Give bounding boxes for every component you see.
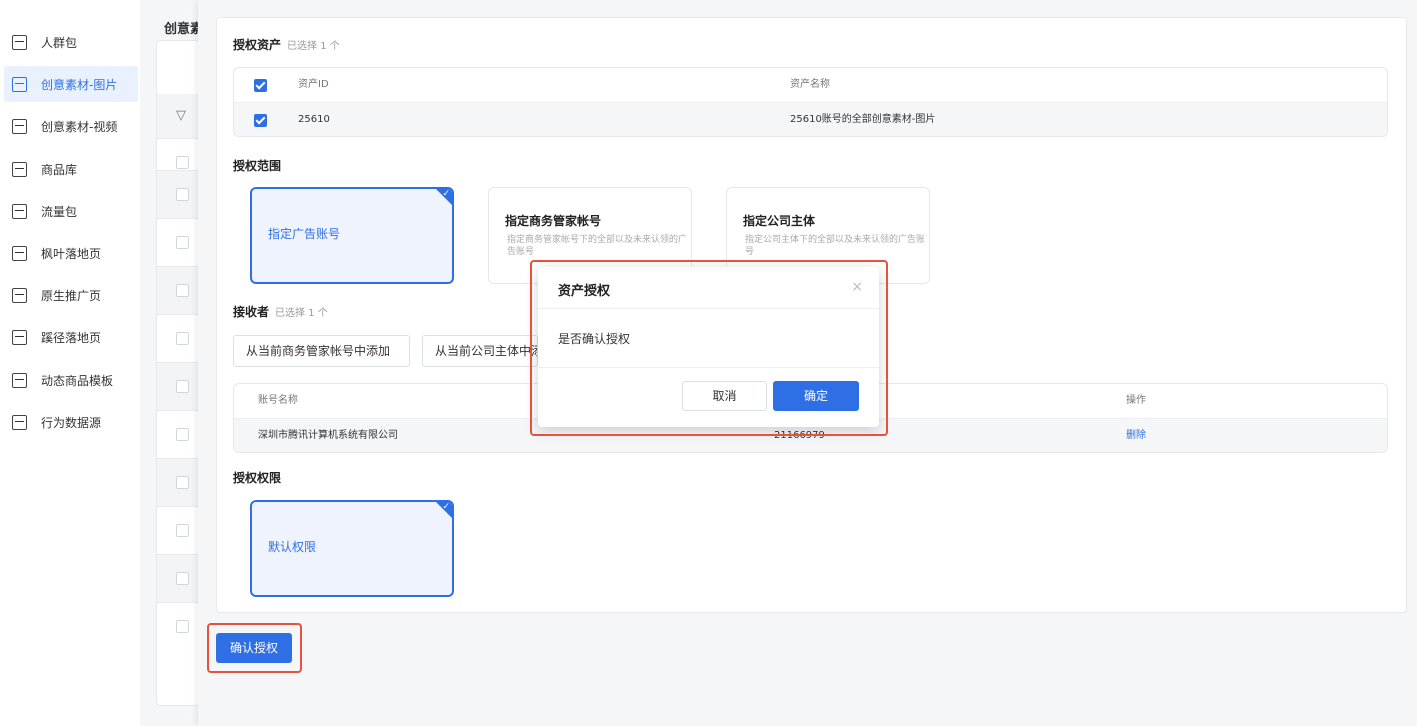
column-header: 资产名称 bbox=[790, 79, 830, 90]
assets-section-title: 授权资产已选择 1 个 bbox=[233, 36, 340, 53]
row-checkbox[interactable] bbox=[176, 284, 189, 297]
assets-title-text: 授权资产 bbox=[233, 38, 282, 52]
scope-option-ad-account[interactable]: 指定广告账号 ✓ bbox=[250, 187, 454, 284]
row-checkbox[interactable] bbox=[176, 620, 189, 633]
sidebar-item-label: 原生推广页 bbox=[41, 288, 102, 303]
row-checkbox[interactable] bbox=[254, 114, 267, 127]
sidebar-item-label: 商品库 bbox=[41, 162, 78, 177]
sidebar-item-creative-image[interactable]: 创意素材-图片 bbox=[4, 66, 138, 102]
option-title: 指定广告账号 bbox=[268, 227, 341, 241]
confirm-button-highlight bbox=[207, 623, 302, 673]
divider bbox=[538, 308, 879, 309]
product-icon bbox=[12, 161, 27, 177]
sidebar-item-native-promo[interactable]: 原生推广页 bbox=[4, 277, 138, 313]
sidebar-item-label: 枫叶落地页 bbox=[41, 246, 102, 261]
column-header: 操作 bbox=[1126, 395, 1146, 406]
row-checkbox[interactable] bbox=[176, 572, 189, 585]
assets-table: 资产ID 资产名称 25610 25610账号的全部创意素材-图片 bbox=[233, 67, 1388, 137]
sidebar-item-label: 人群包 bbox=[41, 35, 78, 50]
asset-name-cell: 25610账号的全部创意素材-图片 bbox=[790, 114, 936, 125]
receiver-name-cell: 深圳市腾讯计算机系统有限公司 bbox=[258, 430, 398, 441]
table-header-row: 资产ID 资产名称 bbox=[234, 68, 1387, 102]
sidebar-item-label: 行为数据源 bbox=[41, 415, 102, 430]
row-checkbox[interactable] bbox=[176, 156, 189, 169]
filter-icon[interactable]: ▽ bbox=[176, 108, 186, 123]
template-icon bbox=[12, 372, 27, 388]
cancel-button[interactable]: 取消 bbox=[682, 381, 767, 411]
receiver-title-text: 接收者 bbox=[233, 305, 270, 319]
row-checkbox[interactable] bbox=[176, 476, 189, 489]
sidebar-item-xijing-landing[interactable]: 蹊径落地页 bbox=[4, 319, 138, 355]
scope-section-title: 授权范围 bbox=[233, 159, 282, 173]
row-checkbox[interactable] bbox=[176, 380, 189, 393]
table-row[interactable]: 25610 25610账号的全部创意素材-图片 bbox=[234, 102, 1387, 136]
check-icon: ✓ bbox=[442, 189, 450, 199]
option-title: 默认权限 bbox=[268, 540, 317, 554]
sidebar-item-creative-video[interactable]: 创意素材-视频 bbox=[4, 108, 138, 144]
selected-corner bbox=[435, 502, 452, 519]
column-header: 资产ID bbox=[298, 79, 329, 90]
option-title: 指定公司主体 bbox=[743, 214, 816, 228]
add-from-business-button[interactable]: 从当前商务管家帐号中添加 bbox=[233, 335, 410, 367]
row-checkbox[interactable] bbox=[176, 524, 189, 537]
check-icon: ✓ bbox=[442, 502, 450, 512]
sidebar-item-label: 流量包 bbox=[41, 204, 78, 219]
bar-chart-icon bbox=[12, 414, 27, 430]
option-title: 指定商务管家帐号 bbox=[505, 214, 602, 228]
asset-authorization-modal: 资产授权 × 是否确认授权 取消 确定 bbox=[538, 267, 879, 427]
doc-icon bbox=[12, 329, 27, 345]
close-icon[interactable]: × bbox=[851, 279, 863, 295]
option-description: 指定公司主体下的全部以及未来认领的广告账号 bbox=[745, 235, 926, 257]
page-icon bbox=[12, 245, 27, 261]
delete-link[interactable]: 删除 bbox=[1126, 430, 1146, 441]
divider bbox=[538, 367, 879, 368]
add-from-company-button[interactable]: 从当前公司主体中添加 bbox=[422, 335, 538, 367]
table-header-row: 账号名称 操作 bbox=[234, 384, 1387, 418]
sidebar-item-label: 动态商品模板 bbox=[41, 373, 114, 388]
modal-highlight bbox=[530, 260, 888, 436]
user-card-icon bbox=[12, 34, 27, 50]
row-checkbox[interactable] bbox=[176, 236, 189, 249]
check-page-icon bbox=[12, 287, 27, 303]
sidebar-item-product-library[interactable]: 商品库 bbox=[4, 151, 138, 187]
permission-section-title: 授权权限 bbox=[233, 471, 282, 485]
confirm-authorization-button[interactable]: 确认授权 bbox=[216, 633, 292, 663]
modal-message: 是否确认授权 bbox=[558, 332, 631, 346]
sidebar-item-label: 创意素材-视频 bbox=[41, 119, 118, 134]
receiver-section-title: 接收者已选择 1 个 bbox=[233, 303, 328, 320]
row-checkbox[interactable] bbox=[176, 188, 189, 201]
selected-corner bbox=[435, 189, 452, 206]
column-header: 账号名称 bbox=[258, 395, 298, 406]
modal-title: 资产授权 bbox=[558, 284, 611, 299]
row-checkbox[interactable] bbox=[176, 428, 189, 441]
play-icon bbox=[12, 118, 27, 134]
row-checkbox[interactable] bbox=[176, 332, 189, 345]
permission-option-default[interactable]: 默认权限 ✓ bbox=[250, 500, 454, 597]
sidebar-item-traffic-pack[interactable]: 流量包 bbox=[4, 193, 138, 229]
chart-icon bbox=[12, 203, 27, 219]
sidebar-item-crowd-pack[interactable]: 人群包 bbox=[4, 24, 138, 60]
sidebar-item-maple-landing[interactable]: 枫叶落地页 bbox=[4, 235, 138, 271]
sidebar-item-dynamic-template[interactable]: 动态商品模板 bbox=[4, 362, 138, 398]
assets-selected-count: 已选择 1 个 bbox=[287, 41, 340, 52]
background-page-title: 创意素 bbox=[164, 22, 204, 37]
sidebar-item-behavior-data[interactable]: 行为数据源 bbox=[4, 404, 138, 440]
sidebar-item-label: 蹊径落地页 bbox=[41, 330, 102, 345]
select-all-checkbox[interactable] bbox=[254, 79, 267, 92]
option-description: 指定商务管家帐号下的全部以及未来认领的广告账号 bbox=[507, 235, 688, 257]
image-icon bbox=[12, 76, 27, 92]
sidebar: 人群包 创意素材-图片 创意素材-视频 商品库 流量包 枫叶落地页 原生推广页 … bbox=[0, 0, 140, 726]
receiver-selected-count: 已选择 1 个 bbox=[275, 308, 328, 319]
sidebar-item-label: 创意素材-图片 bbox=[41, 77, 118, 92]
ok-button[interactable]: 确定 bbox=[773, 381, 859, 411]
asset-id-cell: 25610 bbox=[298, 114, 330, 125]
